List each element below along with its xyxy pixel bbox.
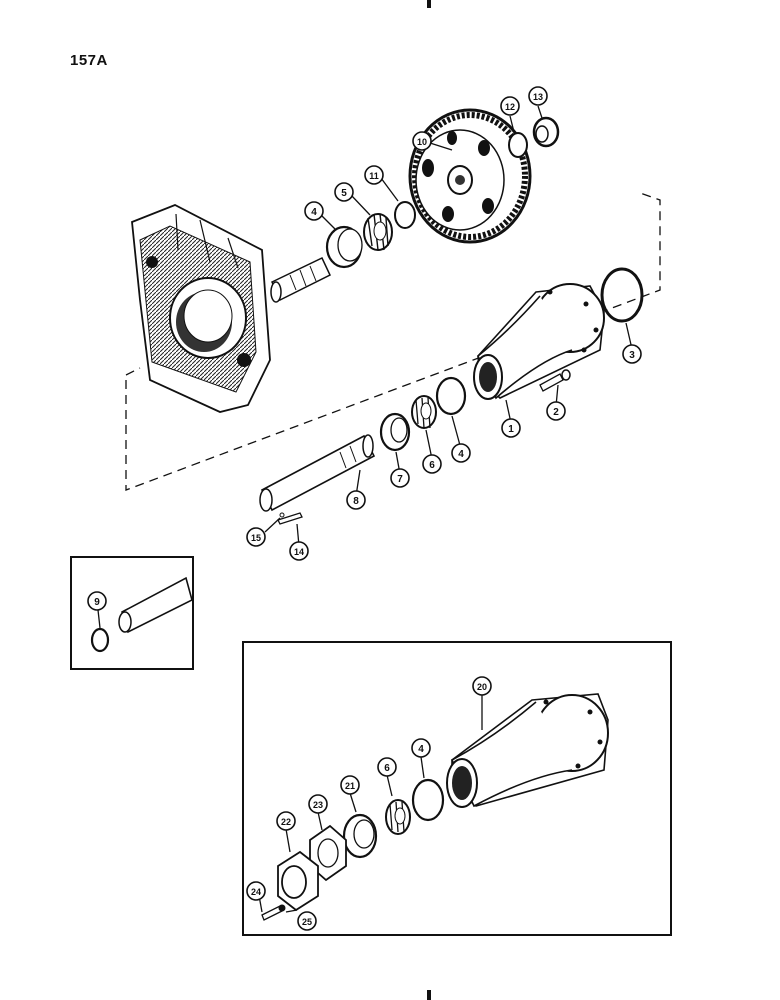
lower-bearing-cup [411, 778, 445, 822]
callout-25: 25 [302, 917, 312, 927]
callout-4c-circle [411, 738, 431, 758]
callout-5-circle [334, 182, 354, 202]
callout-9: 9 [94, 597, 100, 608]
callout-9-circle [87, 591, 107, 611]
callout-6-box: 6 [384, 763, 390, 774]
bearing-cup-upper [325, 225, 363, 269]
callout-1-circle [501, 418, 521, 438]
gear-nut [532, 116, 560, 148]
callout-3-circle [622, 344, 642, 364]
callout-10: 10 [417, 137, 427, 147]
end-cover [277, 850, 319, 912]
callout-6: 6 [429, 460, 435, 471]
snap-ring [90, 627, 110, 653]
callout-4-lower: 4 [458, 449, 464, 460]
thrust-washer [394, 201, 416, 229]
callout-10-circle [412, 131, 432, 151]
callout-23-circle [308, 794, 328, 814]
callout-23: 23 [313, 800, 323, 810]
output-shaft [259, 434, 376, 512]
callout-3: 3 [629, 350, 635, 361]
shaft-key [277, 512, 303, 525]
callout-8: 8 [353, 496, 359, 507]
callout-15-circle [246, 527, 266, 547]
output-housing-lower [446, 693, 609, 808]
callout-20: 20 [477, 682, 487, 692]
crop-mark-bottom [427, 990, 431, 1000]
callout-13-circle [528, 86, 548, 106]
output-housing-upper [473, 283, 605, 400]
callout-6-circle [422, 454, 442, 474]
bearing-cup-lower [435, 376, 467, 416]
callout-15: 15 [251, 533, 261, 543]
callout-4b-circle [451, 443, 471, 463]
bearing-cone-upper [363, 213, 393, 251]
lower-seal [342, 813, 378, 859]
callout-4-box: 4 [418, 744, 424, 755]
callout-14-circle [289, 541, 309, 561]
callout-14: 14 [294, 547, 304, 557]
callout-25-circle [297, 911, 317, 931]
lower-bearing-cone [385, 799, 411, 835]
callout-24: 24 [251, 887, 261, 897]
callout-21-circle [340, 775, 360, 795]
callout-6b-circle [377, 757, 397, 777]
callout-4-circle [304, 201, 324, 221]
bearing-cone-lower [411, 395, 437, 429]
callout-1: 1 [508, 424, 514, 435]
callouts [87, 86, 642, 931]
callout-2: 2 [553, 407, 559, 418]
transmission-housing [131, 204, 271, 413]
callout-12-circle [500, 96, 520, 116]
input-shaft [270, 256, 331, 303]
callout-20-circle [472, 676, 492, 696]
shaft-pin [279, 512, 285, 518]
callout-22-circle [276, 811, 296, 831]
page-number: 157A [70, 52, 108, 69]
gear-washer [508, 132, 528, 158]
callout-24-circle [246, 881, 266, 901]
callout-7: 7 [397, 474, 403, 485]
callout-22: 22 [281, 817, 291, 827]
callout-4: 4 [311, 207, 317, 218]
callout-21: 21 [345, 781, 355, 791]
lock-washer [278, 904, 286, 912]
oil-seal [379, 412, 411, 452]
dashed-group-line [125, 192, 661, 491]
callout-12: 12 [505, 102, 515, 112]
callout-7-circle [390, 468, 410, 488]
callout-11-circle [364, 165, 384, 185]
callout-2-circle [546, 401, 566, 421]
housing-bolt [539, 369, 571, 392]
callout-5: 5 [341, 188, 347, 199]
callout-11: 11 [369, 171, 379, 181]
crop-mark-top [427, 0, 431, 8]
o-ring [600, 267, 644, 323]
callout-13: 13 [533, 92, 543, 102]
driven-gear [408, 108, 532, 244]
callout-8-circle [346, 490, 366, 510]
inset-shaft [118, 576, 193, 634]
